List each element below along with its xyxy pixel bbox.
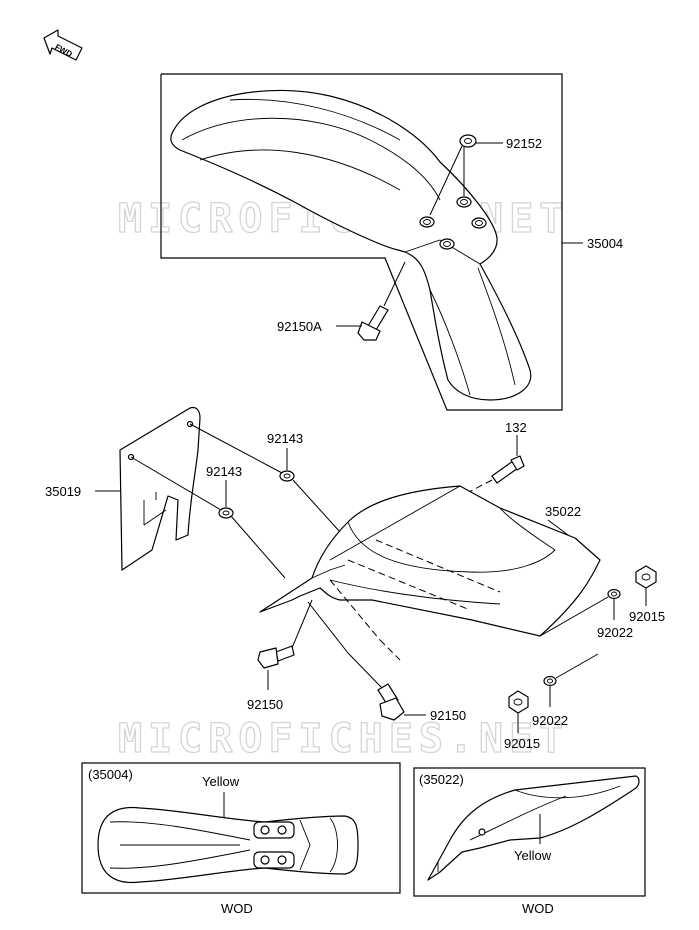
inset-right-frame bbox=[413, 767, 646, 897]
washer-92143-upper-icon bbox=[279, 470, 295, 482]
callout-92143-lower: 92143 bbox=[206, 464, 242, 479]
washer-92143-lower-icon bbox=[218, 507, 234, 519]
callout-35004: 35004 bbox=[587, 236, 623, 251]
front-fender-frame bbox=[160, 73, 563, 411]
inset-rear-fender-35022 bbox=[427, 775, 640, 881]
inset-right-color-note: Yellow bbox=[514, 848, 552, 863]
front-fender-35004 bbox=[170, 89, 532, 401]
callout-92152: 92152 bbox=[506, 136, 542, 151]
callout-92150A: 92150A bbox=[277, 319, 322, 334]
callout-35022: 35022 bbox=[545, 504, 581, 519]
nut-92015-lower-icon bbox=[508, 690, 529, 714]
inset-left-color-note: Yellow bbox=[202, 774, 240, 789]
washer-92022-upper-icon bbox=[607, 588, 621, 600]
bolt-92150-right-icon bbox=[377, 683, 405, 721]
callout-92150-left: 92150 bbox=[247, 697, 283, 712]
callout-132: 132 bbox=[505, 420, 527, 435]
callout-92150-right: 92150 bbox=[430, 708, 466, 723]
inset-right-caption: WOD bbox=[522, 901, 554, 916]
inset-left-ref: (35004) bbox=[88, 767, 133, 782]
watermark-lower: MICROFICHES.NET bbox=[118, 716, 569, 762]
screw-132-icon bbox=[491, 455, 525, 484]
callout-92015-right: 92015 bbox=[629, 609, 665, 624]
inset-right-ref: (35022) bbox=[419, 772, 464, 787]
bolt-92150a-icon bbox=[357, 305, 389, 341]
inset-left-caption: WOD bbox=[221, 901, 253, 916]
callout-92022-lower: 92022 bbox=[532, 713, 568, 728]
callout-35019: 35019 bbox=[45, 484, 81, 499]
inset-front-fender-35004 bbox=[97, 806, 359, 884]
inset-left-frame bbox=[81, 762, 401, 894]
mud-flap-35019 bbox=[119, 406, 201, 571]
rear-fender-35022 bbox=[259, 485, 601, 661]
fwd-arrow-icon: FWD bbox=[43, 29, 83, 61]
washer-92152-icon bbox=[459, 134, 477, 148]
callout-92015-lower: 92015 bbox=[504, 736, 540, 751]
callout-92022-upper: 92022 bbox=[597, 625, 633, 640]
nut-92015-right-icon bbox=[635, 565, 657, 589]
callout-92143-upper: 92143 bbox=[267, 431, 303, 446]
bolt-92150-left-icon bbox=[257, 645, 295, 669]
washer-92022-lower-icon bbox=[543, 675, 557, 687]
